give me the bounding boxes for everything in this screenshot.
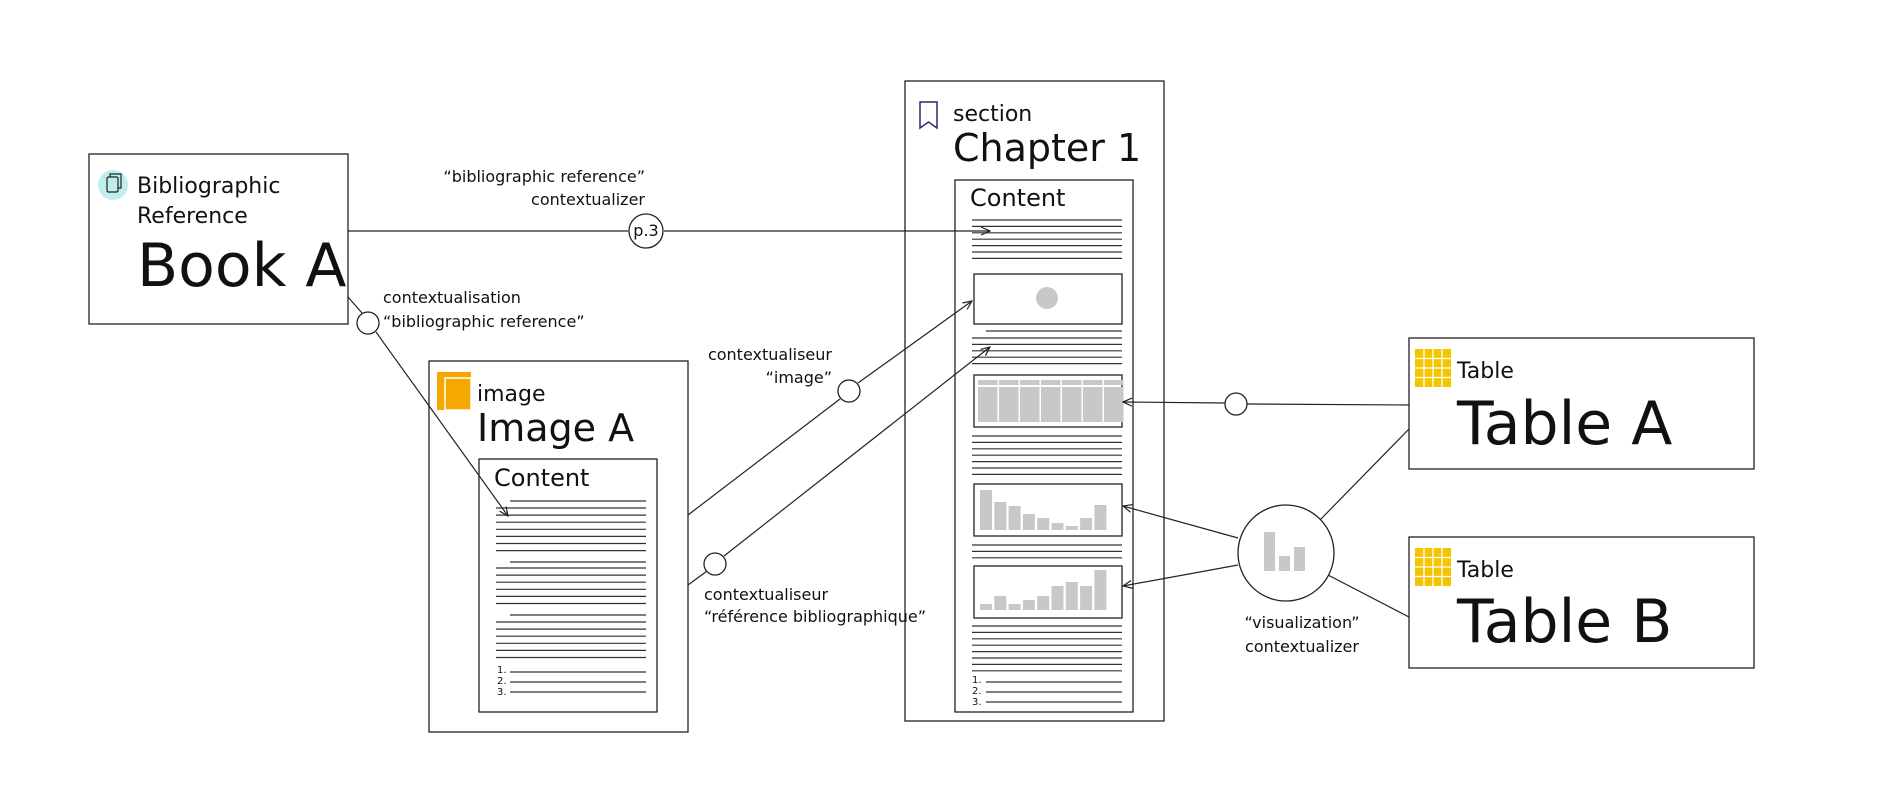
embedded-table[interactable]	[973, 374, 1124, 428]
edge-node[interactable]	[356, 311, 380, 335]
chapter-content-text	[972, 219, 1122, 672]
chapter-title: Chapter 1	[953, 126, 1141, 170]
chart-bar	[994, 596, 1007, 610]
edge-image-contextualiseur[interactable]: contextualiseur “image”	[687, 301, 972, 516]
bookmark-icon	[919, 101, 938, 130]
chart-bar	[1051, 586, 1064, 610]
image-list: 1. 2. 3.	[497, 665, 646, 698]
edge-node[interactable]	[837, 379, 861, 403]
image-icon	[437, 372, 472, 411]
edge-badge-label: p.3	[633, 221, 658, 240]
edge-node[interactable]	[1224, 392, 1248, 416]
chart-bar	[1080, 518, 1093, 530]
chart-bar	[980, 604, 992, 610]
image-list-marker-3: 3.	[497, 687, 507, 698]
table-a-kind: Table	[1456, 359, 1514, 384]
edge-label-line2: contextualizer	[531, 190, 645, 209]
embedded-chart-1[interactable]	[973, 483, 1123, 537]
table-header-cell	[1083, 380, 1103, 385]
image-node[interactable]: image Image A Content 1. 2. 3.	[428, 360, 689, 733]
table-header-cell	[999, 380, 1019, 385]
bar-chart-icon	[1264, 532, 1305, 571]
table-header-cell	[1020, 380, 1040, 385]
image-title: Image A	[477, 406, 634, 450]
embedded-chart-2[interactable]	[973, 565, 1123, 619]
chapter-content-label: Content	[970, 184, 1065, 212]
table-b-title: Table B	[1456, 587, 1672, 657]
edge-label-line1: “visualization”	[1244, 613, 1359, 632]
chapter-node[interactable]: section Chapter 1 Content 1. 2. 3.	[904, 80, 1165, 722]
table-b-kind: Table	[1456, 558, 1514, 583]
edge-label-line1: contextualisation	[383, 288, 521, 307]
table-a-title: Table A	[1456, 389, 1672, 459]
table-body-cell	[1041, 387, 1061, 422]
table-a-node[interactable]: Table Table A	[1408, 337, 1755, 470]
chart-bar	[980, 490, 992, 530]
table-body-cell	[978, 387, 998, 422]
book-title: Book A	[137, 231, 346, 301]
chart-bar	[1037, 518, 1050, 530]
edge-label-line2: contextualizer	[1245, 637, 1359, 656]
table-body-cell	[999, 387, 1019, 422]
chapter-content-box	[954, 179, 1134, 713]
edge-table-a[interactable]	[1123, 392, 1410, 416]
embedded-image[interactable]	[973, 273, 1123, 325]
edge-ref-contextualiseur[interactable]: contextualiseur “référence bibliographiq…	[687, 347, 990, 626]
grid-icon	[1415, 548, 1451, 586]
chapter-list: 1. 2. 3.	[972, 675, 1122, 708]
edge-label-line1: contextualiseur	[708, 345, 832, 364]
chapter-kind: section	[953, 102, 1032, 127]
table-body-cell	[1104, 387, 1124, 422]
chart-bar	[1080, 586, 1093, 610]
chart-bar	[1008, 604, 1021, 610]
edge-bibref-contextualizer[interactable]: p.3 “bibliographic reference” contextual…	[348, 167, 990, 249]
chart-bar	[1022, 514, 1035, 530]
table-header-cell	[1041, 380, 1061, 385]
table-body-cell	[1062, 387, 1082, 422]
edge-label-line1: contextualiseur	[704, 585, 828, 604]
edge-label-line2: “image”	[766, 368, 832, 387]
book-kind-line2: Reference	[137, 204, 248, 229]
table-b-node[interactable]: Table Table B	[1408, 536, 1755, 669]
table-header-cell	[1104, 380, 1124, 385]
table-header-cell	[1062, 380, 1082, 385]
chapter-list-marker-3: 3.	[972, 697, 982, 708]
visualization-node[interactable]	[1237, 504, 1335, 602]
chapter-list-marker-1: 1.	[972, 675, 982, 686]
edge-badge[interactable]	[628, 213, 664, 249]
chart-bar	[1037, 596, 1050, 610]
chart-bar	[1051, 523, 1064, 530]
chart-bar	[994, 502, 1007, 530]
chart-bar	[1094, 570, 1107, 610]
chart-bar	[1008, 506, 1021, 530]
edge-bibref-contextualisation[interactable]: contextualisation “bibliographic referen…	[347, 288, 585, 516]
image-list-marker-2: 2.	[497, 676, 507, 687]
chapter-list-marker-2: 2.	[972, 686, 982, 697]
table-body-cell	[1083, 387, 1103, 422]
edge-label-line2: “bibliographic reference”	[383, 312, 585, 331]
chart-bar	[1065, 582, 1078, 610]
image-content-label: Content	[494, 464, 589, 492]
book-node[interactable]: Bibliographic Reference Book A	[88, 153, 349, 325]
image-content-text	[496, 500, 646, 659]
chart-bar	[1065, 526, 1078, 530]
image-list-marker-1: 1.	[497, 665, 507, 676]
chart-bar	[1094, 505, 1107, 530]
grid-icon	[1415, 349, 1451, 387]
book-kind-line1: Bibliographic	[137, 174, 280, 199]
edge-visualization-contextualizer[interactable]: “visualization” contextualizer	[1123, 428, 1410, 656]
table-header-cell	[978, 380, 998, 385]
chart-bar	[1022, 600, 1035, 610]
document-icon	[98, 170, 128, 200]
edge-label-line1: “bibliographic reference”	[443, 167, 645, 186]
edge-node[interactable]	[703, 552, 727, 576]
table-body-cell	[1020, 387, 1040, 422]
edge-label-line2: “référence bibliographique”	[704, 607, 926, 626]
image-kind: image	[477, 382, 546, 407]
